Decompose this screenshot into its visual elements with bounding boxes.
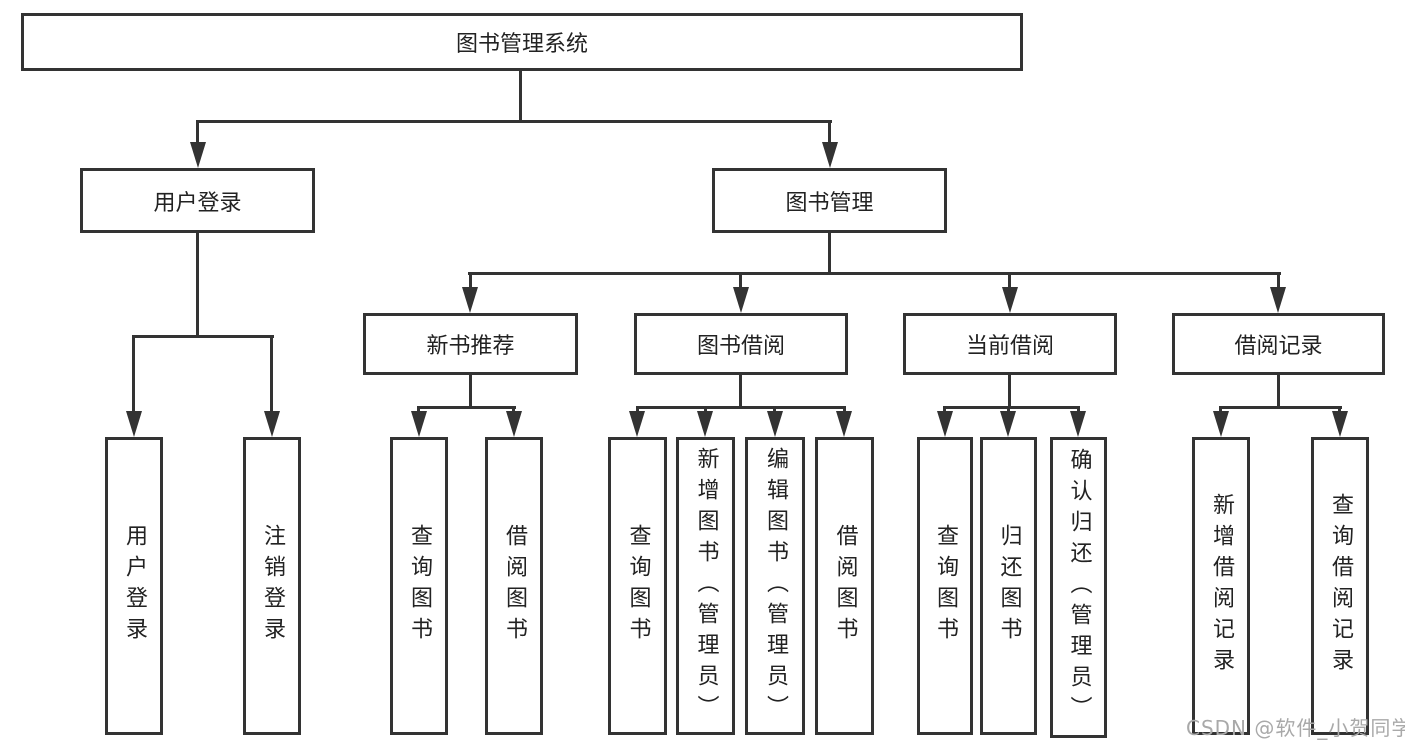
connector-stub <box>773 406 776 412</box>
arrow-down-icon <box>1070 411 1086 437</box>
connector-stub <box>943 406 946 412</box>
connector-leaf-login-stem <box>132 335 135 412</box>
node-leaf-user-login: 用户登录 <box>105 437 163 735</box>
connector-current-borrow-branch <box>943 406 1080 409</box>
connector-user-login-branch <box>132 335 274 338</box>
connector-current-borrow-down <box>1008 375 1011 406</box>
arrow-down-icon <box>190 142 206 168</box>
connector-new-book-stem <box>469 272 472 288</box>
node-new-book: 新书推荐 <box>363 313 578 375</box>
arrow-down-icon <box>629 411 645 437</box>
watermark: CSDN @软件_小贺同学 <box>1186 716 1405 740</box>
arrow-down-icon <box>1002 287 1018 313</box>
node-bb-borrow: 借阅图书 <box>815 437 874 735</box>
node-bb-add-label: 新增图书（管理员） <box>693 446 719 726</box>
arrow-down-icon <box>1332 411 1348 437</box>
connector-book-borrow-down <box>739 375 742 406</box>
node-cb-query: 查询图书 <box>917 437 973 735</box>
arrow-down-icon <box>126 411 142 437</box>
connector-book-borrow-stem <box>739 272 742 288</box>
connector-new-book-branch <box>417 406 516 409</box>
node-br-query: 查询借阅记录 <box>1311 437 1369 735</box>
node-cb-return-label: 归还图书 <box>996 524 1022 648</box>
connector-book-mgmt-down <box>828 233 831 272</box>
node-br-add-label: 新增借阅记录 <box>1209 493 1234 679</box>
connector-book-borrow-branch <box>636 406 846 409</box>
connector-borrow-records-down <box>1277 375 1280 406</box>
connector-borrow-records-stem <box>1277 272 1280 288</box>
node-bb-edit: 编辑图书（管理员） <box>745 437 805 735</box>
connector-stub <box>1338 406 1341 412</box>
connector-root-stem <box>519 71 522 120</box>
node-bb-edit-label: 编辑图书（管理员） <box>763 446 788 726</box>
connector-stub <box>1077 406 1080 412</box>
node-nb-borrow-label: 借阅图书 <box>502 524 527 648</box>
arrow-down-icon <box>697 411 713 437</box>
node-bb-add: 新增图书（管理员） <box>676 437 735 735</box>
arrow-down-icon <box>1213 411 1229 437</box>
node-borrow-records: 借阅记录 <box>1172 313 1385 375</box>
arrow-down-icon <box>1270 287 1286 313</box>
connector-user-login-stem <box>196 120 199 143</box>
node-br-query-label: 查询借阅记录 <box>1328 493 1353 679</box>
node-nb-query: 查询图书 <box>390 437 448 735</box>
node-root: 图书管理系统 <box>21 13 1023 71</box>
connector-user-login-down <box>196 233 199 335</box>
connector-book-mgmt-branch <box>468 272 1281 275</box>
arrow-down-icon <box>411 411 427 437</box>
node-bb-query: 查询图书 <box>608 437 667 735</box>
connector-root-branch <box>196 120 832 123</box>
arrow-down-icon <box>506 411 522 437</box>
node-br-add: 新增借阅记录 <box>1192 437 1250 735</box>
connector-borrow-records-branch <box>1219 406 1342 409</box>
arrow-down-icon <box>822 142 838 168</box>
node-user-login: 用户登录 <box>80 168 315 233</box>
arrow-down-icon <box>733 287 749 313</box>
node-nb-borrow: 借阅图书 <box>485 437 543 735</box>
connector-stub <box>417 406 420 412</box>
node-current-borrow: 当前借阅 <box>903 313 1117 375</box>
node-bb-borrow-label: 借阅图书 <box>832 524 858 648</box>
node-book-borrow: 图书借阅 <box>634 313 848 375</box>
connector-stub <box>512 406 515 412</box>
arrow-down-icon <box>836 411 852 437</box>
connector-stub <box>1219 406 1222 412</box>
node-cb-confirm-label: 确认归还（管理员） <box>1066 448 1092 727</box>
connector-current-borrow-stem <box>1008 272 1011 288</box>
connector-stub <box>1007 406 1010 412</box>
node-nb-query-label: 查询图书 <box>407 524 432 648</box>
node-cb-confirm: 确认归还（管理员） <box>1050 437 1107 738</box>
connector-stub <box>704 406 707 412</box>
connector-stub <box>843 406 846 412</box>
arrow-down-icon <box>767 411 783 437</box>
node-leaf-logout-label: 注销登录 <box>260 524 285 648</box>
connector-leaf-logout-stem <box>270 335 273 412</box>
arrow-down-icon <box>264 411 280 437</box>
arrow-down-icon <box>937 411 953 437</box>
connector-stub <box>636 406 639 412</box>
arrow-down-icon <box>1000 411 1016 437</box>
connector-new-book-down <box>469 375 472 406</box>
node-cb-query-label: 查询图书 <box>933 524 958 648</box>
connector-book-mgmt-stem <box>828 120 831 143</box>
node-bb-query-label: 查询图书 <box>625 524 651 648</box>
node-cb-return: 归还图书 <box>980 437 1037 735</box>
node-book-mgmt: 图书管理 <box>712 168 947 233</box>
node-leaf-logout: 注销登录 <box>243 437 301 735</box>
arrow-down-icon <box>462 287 478 313</box>
node-leaf-user-login-label: 用户登录 <box>122 524 147 648</box>
